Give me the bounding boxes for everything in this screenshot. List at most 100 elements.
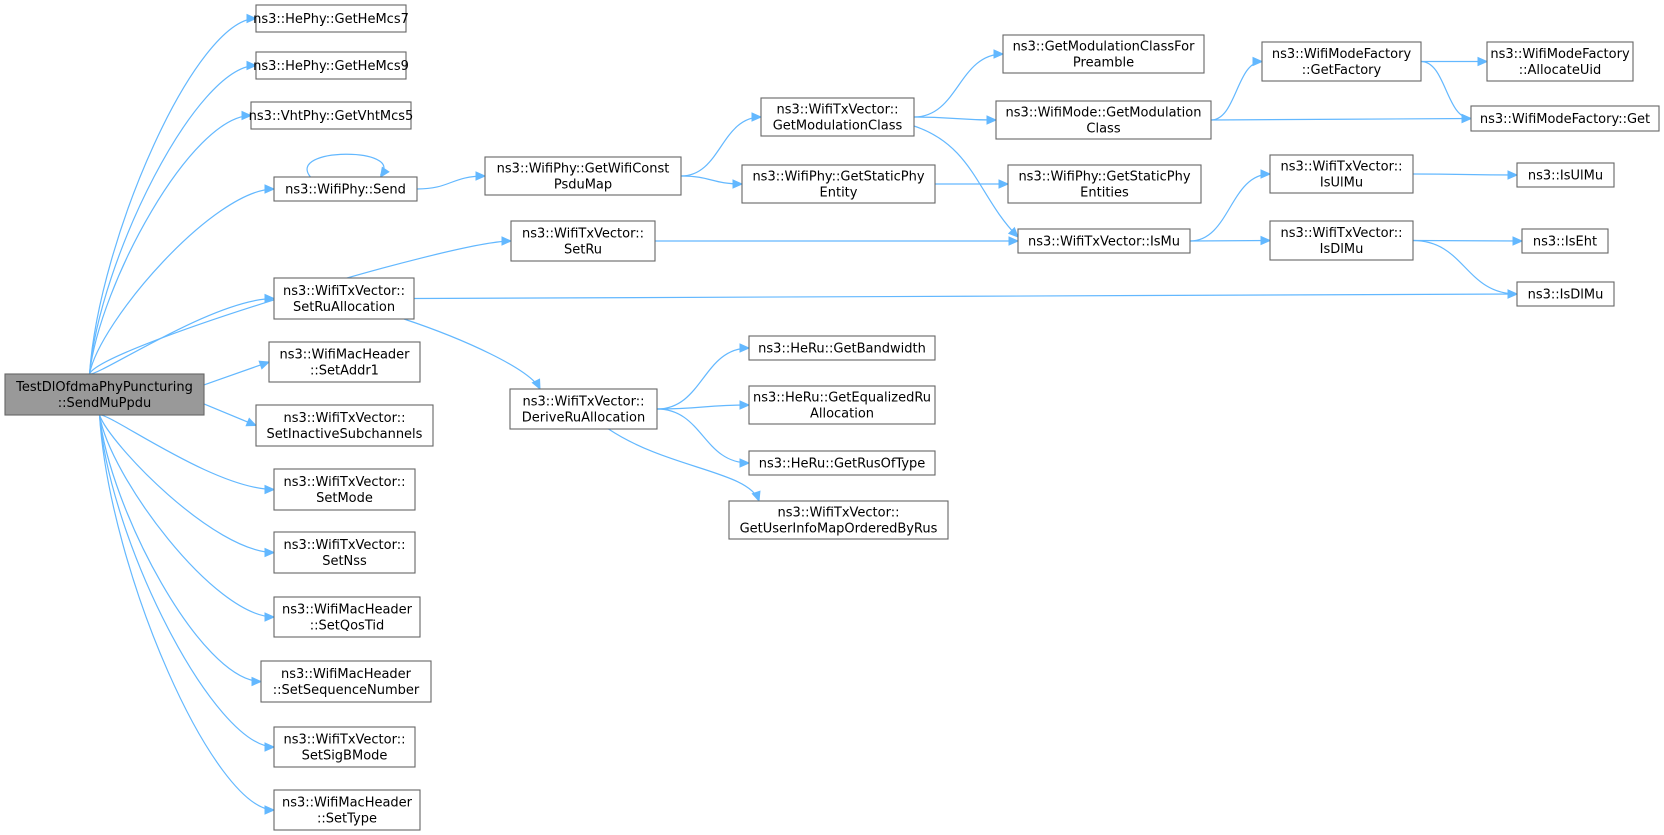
node-box (995, 100, 1212, 140)
edge-root-to-setRuAlloc (89, 297, 275, 375)
node-label: ns3::WifiPhy::GetStaticPhy (1018, 170, 1190, 185)
node-setAddr1[interactable]: ns3::WifiMacHeader::SetAddr1 (268, 341, 421, 383)
node-txIsDlMu[interactable]: ns3::WifiTxVector::IsDlMu (1269, 220, 1414, 261)
node-label: ns3::WifiMode::GetModulation (1006, 106, 1202, 121)
node-getModClass[interactable]: ns3::WifiTxVector::GetModulationClass (760, 97, 915, 137)
node-setRu[interactable]: ns3::WifiTxVector::SetRu (510, 220, 656, 262)
node-setSeq[interactable]: ns3::WifiMacHeader::SetSequenceNumber (260, 660, 432, 703)
edge-arrowhead (739, 343, 751, 353)
node-root[interactable]: TestDlOfdmaPhyPuncturing::SendMuPpdu (4, 373, 205, 416)
node-setInactive[interactable]: ns3::WifiTxVector::SetInactiveSubchannel… (255, 404, 434, 447)
node-setSigB[interactable]: ns3::WifiTxVector::SetSigBMode (273, 726, 416, 768)
node-deriveRu[interactable]: ns3::WifiTxVector::DeriveRuAllocation (509, 388, 658, 430)
node-label: ns3::WifiModeFactory (1490, 47, 1630, 62)
edge-txIsDlMu-to-isEht (1412, 239, 1523, 242)
node-box (4, 373, 205, 416)
node-label: PsduMap (554, 178, 612, 193)
node-setNss[interactable]: ns3::WifiTxVector::SetNss (273, 531, 416, 574)
edge-arrowhead (998, 179, 1010, 189)
edge-arrowhead (1507, 170, 1519, 180)
node-send[interactable]: ns3::WifiPhy::Send (273, 176, 418, 202)
node-isDlMu[interactable]: ns3::IsDlMu (1516, 281, 1615, 307)
edge-isMu-to-txIsUlMu (1189, 173, 1271, 242)
node-label: SetSigBMode (302, 749, 388, 764)
node-label: ns3::WifiTxVector:: (283, 411, 405, 426)
edge-root-to-setAddr1 (203, 361, 270, 386)
node-label: ns3::WifiTxVector:: (1280, 226, 1402, 241)
edge-arrowhead (246, 60, 258, 71)
edge-arrowhead (1260, 169, 1272, 179)
node-label: TestDlOfdmaPhyPuncturing (15, 380, 193, 395)
edge-arrowhead (1507, 289, 1519, 299)
node-box (1516, 281, 1615, 307)
node-label: ns3::HePhy::GetHeMcs7 (253, 12, 409, 27)
node-setRuAlloc[interactable]: ns3::WifiTxVector::SetRuAllocation (273, 277, 415, 320)
node-txIsUlMu[interactable]: ns3::WifiTxVector::IsUlMu (1269, 154, 1414, 194)
node-box (1017, 228, 1191, 254)
node-label: ns3::WifiMacHeader (282, 796, 413, 811)
node-isEht[interactable]: ns3::IsEht (1521, 228, 1609, 254)
node-box (1269, 154, 1414, 194)
node-getHeMcs7[interactable]: ns3::HePhy::GetHeMcs7 (253, 4, 409, 33)
node-getVhtMcs5[interactable]: ns3::VhtPhy::GetVhtMcs5 (249, 101, 414, 130)
node-label: GetUserInfoMapOrderedByRus (740, 522, 938, 537)
node-label: Allocation (810, 407, 874, 422)
node-label: ::AllocateUid (1519, 63, 1601, 78)
edge-setRuAlloc-to-deriveRu (403, 318, 541, 390)
node-label: ns3::WifiMacHeader (279, 348, 410, 363)
node-getUserInfo[interactable]: ns3::WifiTxVector::GetUserInfoMapOrdered… (728, 500, 949, 540)
node-setMode[interactable]: ns3::WifiTxVector::SetMode (273, 468, 416, 511)
node-label: ::GetFactory (1302, 63, 1382, 78)
edge-arrowhead (264, 742, 276, 752)
node-factoryGet[interactable]: ns3::WifiModeFactory::Get (1470, 105, 1660, 132)
edge-root-to-send (88, 188, 275, 375)
node-box (1521, 228, 1609, 254)
edge-send-to-getWifiConst (416, 175, 486, 190)
edge-deriveRu-to-getRusOfType (656, 408, 750, 464)
node-label: Entity (820, 186, 858, 201)
edge-getModClass-to-modeGetModClass (913, 116, 997, 121)
node-label: ::SendMuPpdu (58, 396, 152, 411)
edge-arrowhead (732, 179, 744, 189)
edge-arrowhead (245, 417, 258, 427)
node-label: ns3::GetModulationClassFor (1013, 40, 1196, 55)
nodes-layer: TestDlOfdmaPhyPuncturing::SendMuPpduns3:… (4, 4, 1660, 831)
node-setQosTid[interactable]: ns3::WifiMacHeader::SetQosTid (273, 596, 421, 638)
node-label: ns3::WifiTxVector:: (1280, 160, 1402, 175)
edge-root-to-setSigB (98, 414, 275, 748)
node-label: IsUlMu (1320, 176, 1363, 191)
edge-arrowhead (264, 547, 276, 558)
node-label: ns3::WifiTxVector:: (522, 395, 644, 410)
node-box (509, 388, 658, 430)
node-modeGetModClass[interactable]: ns3::WifiMode::GetModulationClass (995, 100, 1212, 140)
edge-arrowhead (1461, 113, 1473, 124)
node-label: ns3::WifiMacHeader (281, 667, 412, 682)
node-getBandwidth[interactable]: ns3::HeRu::GetBandwidth (748, 335, 936, 361)
node-box (741, 164, 936, 204)
node-setType[interactable]: ns3::WifiMacHeader::SetType (273, 789, 421, 831)
node-label: DeriveRuAllocation (522, 411, 645, 426)
edge-arrowhead (1477, 56, 1489, 67)
node-label: ns3::HeRu::GetBandwidth (758, 342, 926, 357)
edge-send-to-send (306, 153, 385, 178)
node-allocUid[interactable]: ns3::WifiModeFactory::AllocateUid (1486, 41, 1634, 82)
node-getRusOfType[interactable]: ns3::HeRu::GetRusOfType (748, 450, 936, 476)
node-isMu[interactable]: ns3::WifiTxVector::IsMu (1017, 228, 1191, 254)
node-box (255, 404, 434, 447)
node-isUlMu[interactable]: ns3::IsUlMu (1516, 162, 1615, 188)
edge-modeGetModClass-to-factoryGet (1210, 117, 1472, 121)
edge-isMu-to-txIsDlMu (1189, 239, 1271, 242)
node-getHeMcs9[interactable]: ns3::HePhy::GetHeMcs9 (253, 51, 409, 80)
node-getFactory[interactable]: ns3::WifiModeFactory::GetFactory (1261, 41, 1422, 82)
node-box (748, 450, 936, 476)
node-box (1470, 105, 1660, 132)
node-label: ns3::VhtPhy::GetVhtMcs5 (249, 109, 414, 124)
node-box (1261, 41, 1422, 82)
node-label: ::SetAddr1 (310, 364, 379, 379)
